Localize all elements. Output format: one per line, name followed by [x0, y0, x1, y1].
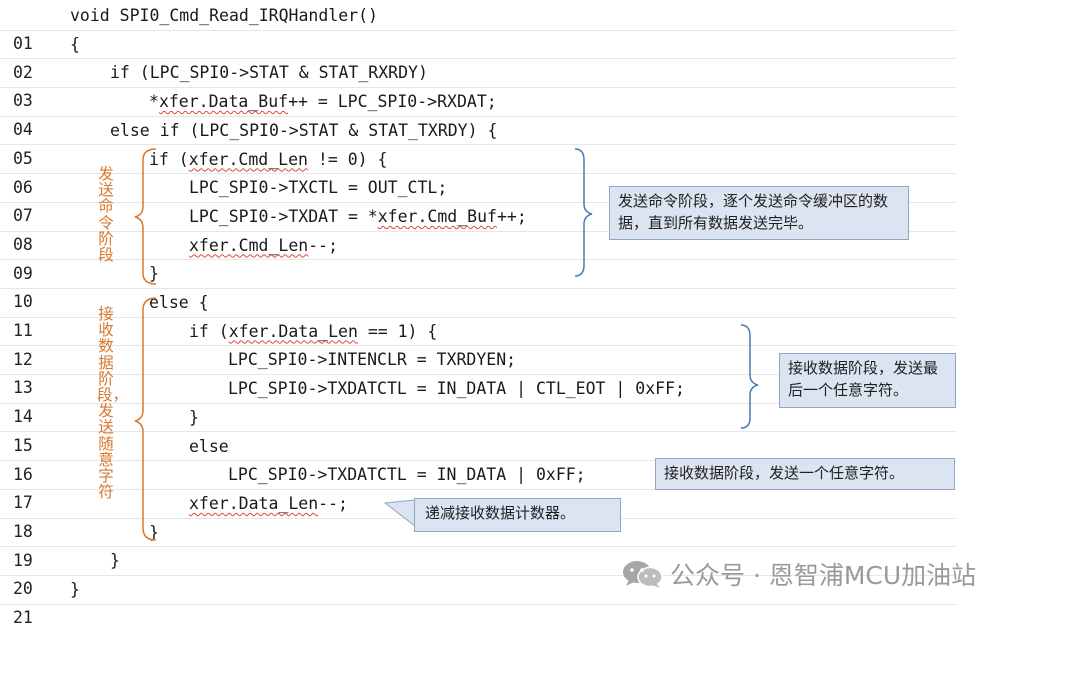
code-line: 09 xfer.Cmd_Len--;: [0, 232, 956, 283]
code-line: 16 else: [0, 433, 956, 484]
code-line: 03 if (LPC_SPI0->STAT & STAT_RXRDY): [0, 59, 956, 110]
code-line: 10 }: [0, 260, 956, 311]
code-line: 12 if (xfer.Data_Len == 1) {: [0, 318, 956, 369]
line-code: xfer.Cmd_Len--;: [189, 235, 339, 255]
line-number: 20: [13, 579, 33, 599]
line-number: 14: [13, 407, 33, 427]
line-code: }: [149, 522, 159, 542]
watermark: 公众号 · 恩智浦MCU加油站: [620, 557, 976, 591]
line-number: 21: [13, 608, 33, 627]
line-code: else: [189, 436, 229, 456]
line-code: if (xfer.Cmd_Len != 0) {: [149, 149, 388, 169]
line-number: 11: [13, 321, 33, 340]
code-line: 02 {: [0, 31, 956, 82]
line-number: 10: [13, 292, 33, 312]
line-code: xfer.Data_Len--;: [189, 493, 348, 513]
line-code: LPC_SPI0->INTENCLR = TXRDYEN;: [228, 350, 517, 370]
line-code: *xfer.Data_Buf++ = LPC_SPI0->RXDAT;: [149, 92, 497, 112]
line-code: if (xfer.Data_Len == 1) {: [189, 321, 438, 341]
line-code: }: [110, 551, 120, 571]
line-number: 16: [13, 464, 33, 484]
line-number: 15: [13, 435, 33, 455]
code-line: 07 LPC_SPI0->TXCTL = OUT_CTL;: [0, 174, 956, 225]
line-code: }: [70, 580, 80, 599]
line-number: 18: [13, 521, 33, 541]
line-code: LPC_SPI0->TXDAT = *xfer.Cmd_Buf++;: [189, 206, 527, 226]
line-number: 07: [13, 206, 33, 226]
code-line: 08 LPC_SPI0->TXDAT = *xfer.Cmd_Buf++;: [0, 203, 956, 254]
code-line: 04 *xfer.Data_Buf++ = LPC_SPI0->RXDAT;: [0, 88, 956, 139]
code-line: 06 if (xfer.Cmd_Len != 0) {: [0, 146, 956, 197]
line-code: {: [70, 34, 80, 54]
label-receive-data-phase: 接收数据阶段，发送随意字符: [97, 305, 129, 502]
line-number: 13: [13, 378, 33, 398]
note-send-cmd: 发送命令阶段，逐个发送命令缓冲区的数据，直到所有数据发送完毕。: [609, 186, 909, 240]
line-number: 06: [13, 177, 33, 197]
note-send-last-char: 接收数据阶段，发送最后一个任意字符。: [779, 353, 956, 408]
code-line: 01 void SPI0_Cmd_Read_IRQHandler(): [0, 2, 956, 53]
wechat-icon: [623, 561, 663, 588]
line-code: if (LPC_SPI0->STAT & STAT_RXRDY): [110, 63, 428, 83]
line-number: 19: [13, 550, 33, 570]
line-number: 03: [13, 91, 33, 111]
line-code: else if (LPC_SPI0->STAT & STAT_TXRDY) {: [110, 120, 498, 140]
line-number: 08: [13, 234, 33, 254]
line-code: void SPI0_Cmd_Read_IRQHandler(): [70, 6, 378, 25]
code-listing: 01 void SPI0_Cmd_Read_IRQHandler() 02 { …: [0, 2, 956, 627]
line-number: 04: [13, 120, 33, 140]
code-line: 15 }: [0, 404, 956, 455]
code-line: 17 LPC_SPI0->TXDATCTL = IN_DATA | 0xFF;: [0, 461, 956, 512]
code-line: 14 LPC_SPI0->TXDATCTL = IN_DATA | CTL_EO…: [0, 375, 956, 426]
watermark-text: 公众号 · 恩智浦MCU加油站: [670, 561, 977, 590]
code-line: 20 }: [0, 547, 956, 598]
line-number: 01: [13, 34, 33, 53]
code-line: 05 else if (LPC_SPI0->STAT & STAT_TXRDY)…: [0, 117, 956, 168]
line-code: LPC_SPI0->TXDATCTL = IN_DATA | CTL_EOT |…: [228, 379, 685, 399]
line-code: }: [189, 407, 199, 427]
label-send-cmd-phase: 发送命令阶段: [98, 165, 114, 265]
line-number: 12: [13, 349, 33, 369]
code-line: 11 else {: [0, 289, 956, 340]
note-send-any-char: 接收数据阶段，发送一个任意字符。: [655, 458, 955, 490]
line-number: 09: [13, 263, 33, 283]
note-decrement-counter: 递减接收数据计数器。: [414, 498, 621, 532]
line-number: 05: [13, 148, 33, 168]
line-number: 17: [13, 493, 33, 513]
line-code: else {: [149, 293, 209, 312]
line-code: LPC_SPI0->TXDATCTL = IN_DATA | 0xFF;: [228, 465, 586, 485]
line-code: }: [149, 264, 159, 284]
code-line: 13 LPC_SPI0->INTENCLR = TXRDYEN;: [0, 346, 956, 397]
line-number: 02: [13, 62, 33, 82]
line-code: LPC_SPI0->TXCTL = OUT_CTL;: [189, 178, 448, 198]
